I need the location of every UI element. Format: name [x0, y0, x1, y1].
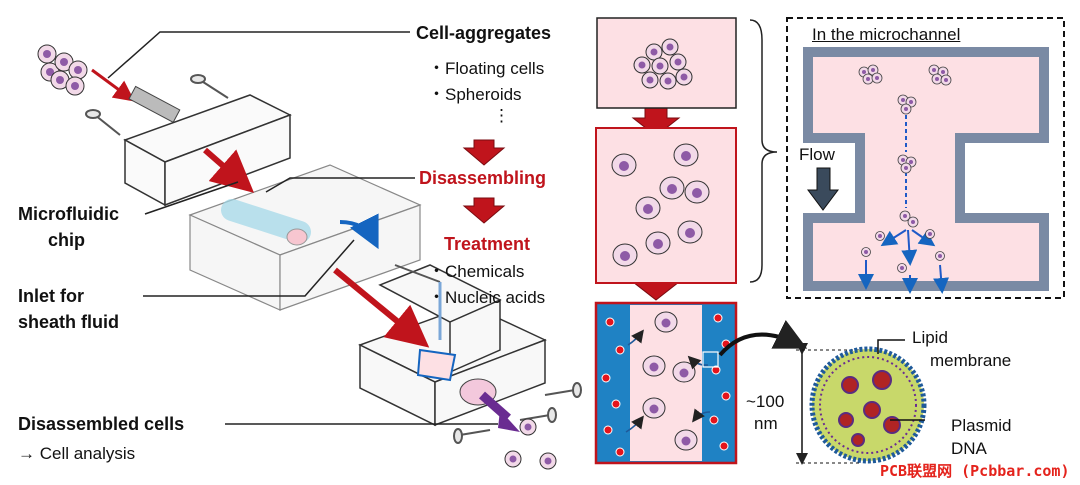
- label-dna: DNA: [951, 439, 987, 458]
- label-lipid: Lipid: [912, 328, 948, 347]
- label-chip: chip: [48, 230, 86, 250]
- microchannel-panel: [786, 17, 1065, 299]
- screws: [85, 74, 582, 444]
- stage-disassembled: [595, 127, 737, 284]
- label-disassembling: Disassembling: [419, 168, 547, 188]
- label-cell-aggregates: Cell-aggregates: [416, 23, 552, 43]
- label-treatment: Treatment: [444, 234, 531, 254]
- label-inlet-for: Inlet for: [18, 286, 84, 306]
- stage-treatment: [594, 301, 808, 465]
- label-floating-cells: ・Floating cells: [428, 59, 545, 78]
- output-arrow: [498, 410, 520, 432]
- flow-chamber: [416, 348, 457, 382]
- inlet-nozzle: [128, 85, 181, 123]
- output-cells: [504, 418, 557, 470]
- lipid-nanoparticle: [796, 339, 927, 465]
- input-aggregate: [37, 44, 88, 96]
- device-illustration: [37, 31, 582, 470]
- label-ellipsis: ⋮: [493, 106, 510, 125]
- label-in-microchannel: In the microchannel: [812, 25, 961, 44]
- stage-aggregate: [596, 17, 737, 109]
- chip-port: [286, 228, 308, 246]
- label-microfluidic: Microfluidic: [18, 204, 120, 224]
- label-membrane: membrane: [930, 351, 1012, 370]
- label-size-unit: nm: [754, 414, 778, 433]
- sheath-arrow: [339, 213, 379, 250]
- label-size-value: ~100: [746, 392, 785, 411]
- label-sheath-fluid: sheath fluid: [18, 312, 120, 332]
- label-disassembled-cells: Disassembled cells: [18, 414, 185, 434]
- label-nucleic-acids: ・Nucleic acids: [428, 288, 546, 307]
- label-flow: Flow: [799, 145, 835, 164]
- flow-arrow: [333, 267, 430, 348]
- label-spheroids: ・Spheroids: [428, 85, 522, 104]
- label-plasmid: Plasmid: [951, 416, 1012, 435]
- watermark: PCB联盟网 (Pcbbar.com): [880, 462, 1070, 480]
- group-brace: [749, 19, 778, 283]
- flow-arrow-icon: [807, 167, 839, 211]
- zoom-arrow: [718, 319, 808, 357]
- leader-lines: [107, 31, 498, 425]
- input-arrow: [91, 68, 135, 102]
- process-arrows: [462, 107, 681, 301]
- chip-channel: [221, 199, 311, 243]
- label-cell-analysis: → Cell analysis: [18, 444, 136, 463]
- label-chemicals: ・Chemicals: [428, 262, 525, 281]
